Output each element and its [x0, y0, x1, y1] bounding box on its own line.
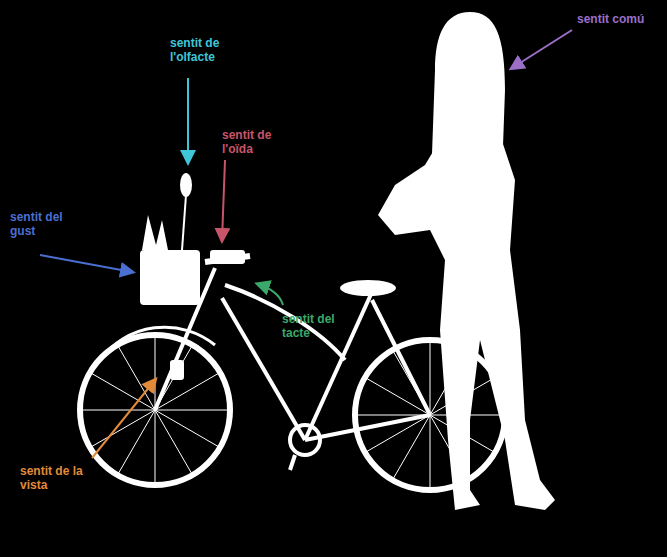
sense-label: sentit del gust: [10, 210, 68, 238]
leader-arrows: [40, 30, 572, 458]
bicycle-parts: [140, 173, 396, 380]
girl-silhouette: [378, 12, 555, 510]
sense-label: sentit de la vista: [20, 464, 90, 492]
sense-label: sentit de l'oïda: [222, 128, 284, 156]
sense-label: sentit de l'olfacte: [170, 36, 250, 64]
sense-label: sentit comú: [577, 12, 667, 26]
sense-label: sentit del tacte: [282, 312, 340, 340]
